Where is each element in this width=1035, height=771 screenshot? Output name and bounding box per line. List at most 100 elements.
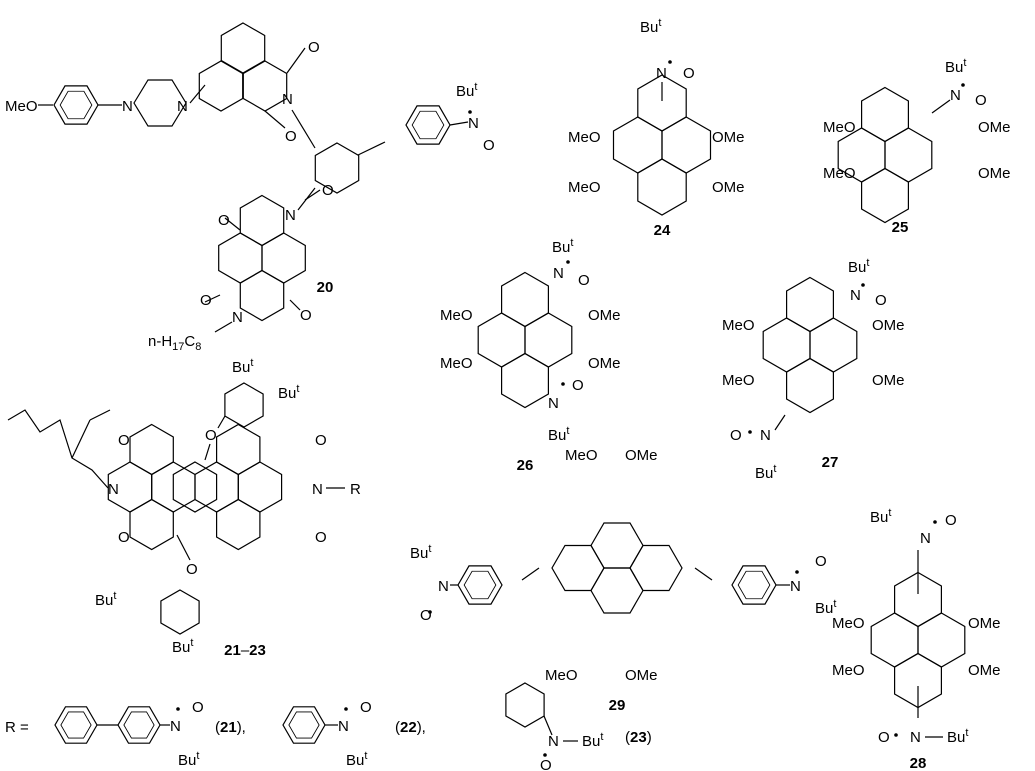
nitrogen-atom-label: N	[656, 65, 667, 82]
oxygen-atom-label: O	[875, 292, 887, 309]
nitrogen-atom-label: N	[177, 98, 188, 115]
tert-butyl-base: Bu	[755, 465, 773, 482]
ring	[505, 682, 545, 728]
oxygen-atom-label: O	[420, 607, 432, 624]
ring	[405, 105, 451, 145]
bond	[543, 715, 553, 736]
ring	[860, 86, 910, 143]
oxygen-atom-label: O	[975, 92, 987, 109]
ring	[590, 567, 644, 614]
ring	[637, 74, 687, 132]
radical-dot-icon	[748, 430, 752, 434]
compound-number-21-23: 21–23	[224, 642, 266, 659]
oxygen-atom-label: O	[730, 427, 742, 444]
compound-number-27: 27	[822, 454, 839, 471]
radical-dot-icon	[894, 733, 898, 737]
n-octyl-label: n-H17C8	[148, 333, 201, 353]
tert-butyl-label: But	[582, 731, 603, 750]
carbonyl-oxygen-label: O	[308, 39, 320, 56]
ring	[612, 116, 663, 174]
ring	[762, 317, 811, 373]
methoxy-label: MeO	[440, 355, 473, 372]
tert-butyl-label: But	[95, 590, 116, 609]
ring	[129, 423, 174, 476]
imide-nitrogen-label: N	[312, 481, 323, 498]
tert-butyl-label: But	[178, 750, 199, 769]
tert-butyl-label: But	[945, 57, 966, 76]
ring	[237, 461, 283, 513]
tert-butyl-superscript: t	[570, 237, 573, 249]
octyl-part: C	[184, 333, 195, 350]
tert-butyl-label: But	[278, 383, 299, 402]
nitrogen-atom-label: N	[760, 427, 771, 444]
oxygen-atom-label: O	[192, 699, 204, 716]
nitrogen-atom-label: N	[468, 115, 479, 132]
tert-butyl-superscript: t	[113, 590, 116, 602]
radical-dot-icon	[344, 707, 348, 711]
tert-butyl-base: Bu	[552, 239, 570, 256]
methoxy-label: MeO	[832, 662, 865, 679]
methoxy-label: MeO	[440, 307, 473, 324]
paren: ),	[417, 719, 426, 736]
aromatic-inner-ring	[288, 711, 320, 739]
tert-butyl-label: But	[870, 507, 891, 526]
imide-nitrogen-label: N	[285, 207, 296, 224]
bond	[289, 299, 301, 311]
paren: )	[647, 729, 652, 746]
tert-butyl-base: Bu	[815, 600, 833, 617]
oxygen-atom-label: O	[683, 65, 695, 82]
methoxy-label: OMe	[588, 307, 621, 324]
r-number: 22	[400, 719, 417, 736]
tert-butyl-label: But	[552, 237, 573, 256]
tert-butyl-label: But	[848, 257, 869, 276]
bond	[449, 121, 469, 126]
tert-butyl-superscript: t	[888, 507, 891, 519]
radical-dot-icon	[468, 110, 472, 114]
ethylhexyl-chain	[7, 409, 109, 489]
ring	[731, 565, 777, 605]
bond	[176, 534, 191, 561]
paren: (	[215, 719, 220, 736]
oxygen-atom-label: O	[483, 137, 495, 154]
ring	[282, 706, 326, 744]
ring	[172, 461, 218, 513]
ring	[785, 276, 835, 333]
bond	[71, 419, 91, 459]
carbonyl-oxygen-label: O	[200, 292, 212, 309]
paren: (	[395, 719, 400, 736]
oxygen-atom-label: O	[360, 699, 372, 716]
carbonyl-oxygen-label: O	[218, 212, 230, 229]
ring	[129, 498, 174, 551]
radical-dot-icon	[861, 283, 865, 287]
imide-nitrogen-label: N	[232, 309, 243, 326]
aromatic-inner-ring	[463, 570, 497, 600]
oxygen-atom-label: O	[578, 272, 590, 289]
tert-butyl-base: Bu	[232, 359, 250, 376]
ring	[893, 571, 943, 628]
tert-butyl-label: But	[815, 598, 836, 617]
tert-butyl-superscript: t	[866, 257, 869, 269]
ring	[884, 127, 933, 183]
methoxy-label: MeO	[722, 317, 755, 334]
nitrogen-atom-label: N	[122, 98, 133, 115]
ring	[785, 357, 835, 414]
aromatic-inner-ring	[411, 110, 445, 140]
nitrogen-atom-label: N	[950, 87, 961, 104]
methoxy-label: OMe	[712, 179, 745, 196]
ring	[501, 271, 550, 328]
carbonyl-oxygen-label: O	[118, 529, 130, 546]
tert-butyl-base: Bu	[95, 592, 113, 609]
ring	[661, 116, 712, 174]
nitrogen-atom-label: N	[548, 733, 559, 750]
paren: ),	[237, 719, 246, 736]
oxygen-atom-label: O	[815, 553, 827, 570]
radical-dot-icon	[543, 753, 547, 757]
methoxy-label: MeO	[5, 98, 38, 115]
methoxy-label: MeO	[832, 615, 865, 632]
methoxy-label: OMe	[625, 667, 658, 684]
